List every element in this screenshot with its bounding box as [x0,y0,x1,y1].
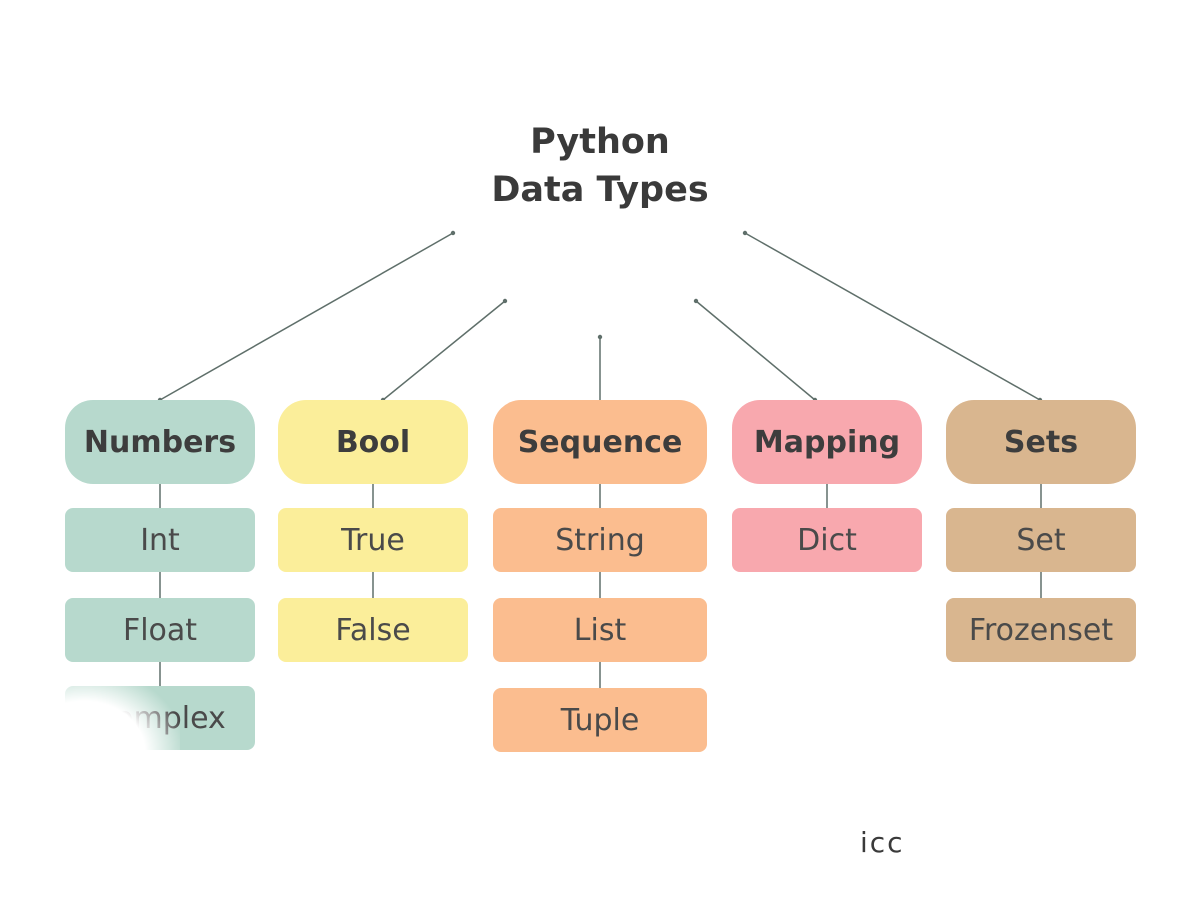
header-sets: Sets [946,400,1136,484]
diagram-title: Python Data Types [400,118,800,214]
header-mapping: Mapping [732,400,922,484]
connector-dot [450,230,456,236]
item-frozenset: Frozenset [946,598,1136,662]
header-bool: Bool [278,400,468,484]
connector-dot [597,334,603,340]
connector-dot [742,230,748,236]
item-int: Int [65,508,255,572]
header-sequence: Sequence [493,400,707,484]
title-line-1: Python [530,122,670,162]
connector-title-numbers [159,232,454,401]
item-true: True [278,508,468,572]
item-list: List [493,598,707,662]
item-set: Set [946,508,1136,572]
item-complex: Complex [65,686,255,750]
item-tuple: Tuple [493,688,707,752]
connector-dot [693,298,699,304]
watermark-text: icc [860,826,905,859]
item-float: Float [65,598,255,662]
title-line-2: Data Types [491,170,709,210]
connector-title-sets [744,232,1041,401]
connector-title-mapping [695,300,816,401]
connector-dot [502,298,508,304]
header-numbers: Numbers [65,400,255,484]
item-dict: Dict [732,508,922,572]
item-string: String [493,508,707,572]
item-false: False [278,598,468,662]
connector-title-bool [382,300,506,401]
